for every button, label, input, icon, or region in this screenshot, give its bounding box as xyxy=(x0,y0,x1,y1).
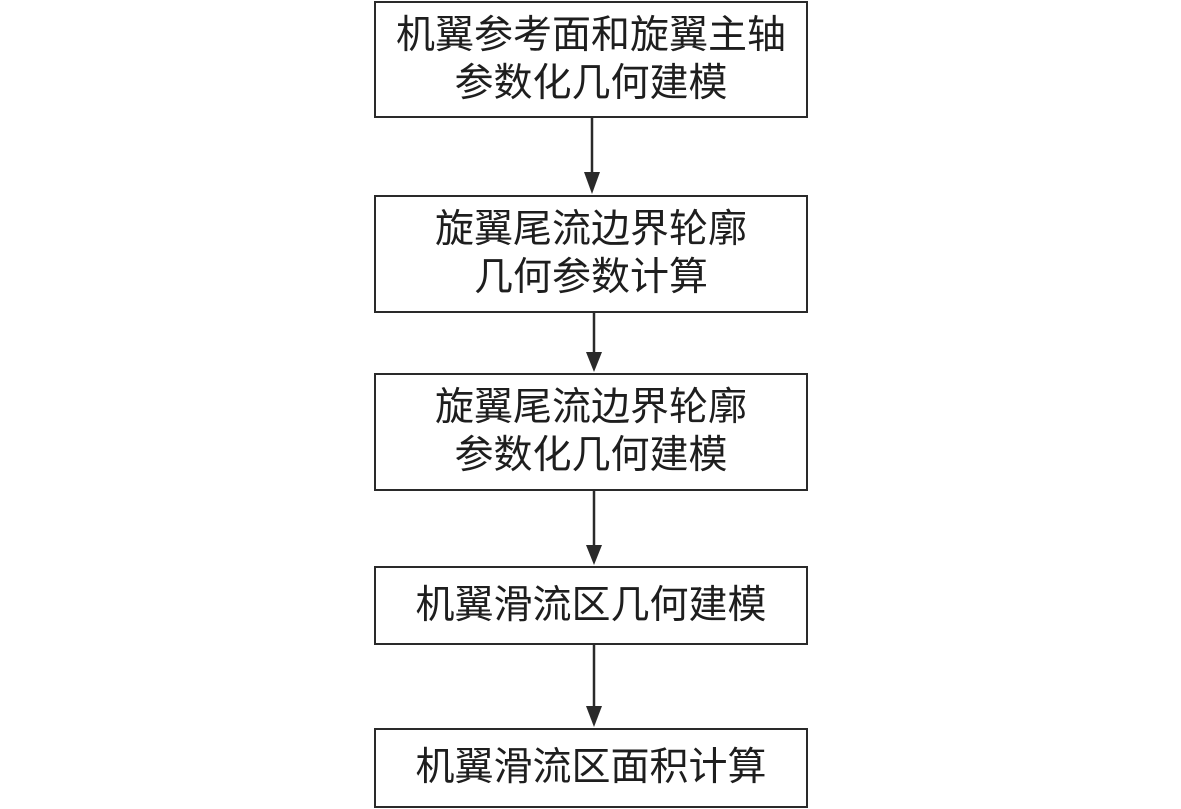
node-text-line: 旋翼尾流边界轮廓 xyxy=(434,207,747,252)
node-text-line: 机翼参考面和旋翼主轴 xyxy=(395,12,786,58)
flow-node-slipstream-modeling: 机翼滑流区几何建模 xyxy=(374,566,808,645)
node-text-line: 几何参数计算 xyxy=(473,255,708,300)
node-text-line: 机翼滑流区几何建模 xyxy=(415,582,767,628)
node-text-line: 旋翼尾流边界轮廓 xyxy=(434,385,747,430)
node-text-line: 参数化几何建模 xyxy=(454,433,728,478)
node-text-line: 机翼滑流区面积计算 xyxy=(415,745,767,790)
flow-node-wake-boundary-modeling: 旋翼尾流边界轮廓 参数化几何建模 xyxy=(374,373,808,491)
flow-node-wake-boundary-calc: 旋翼尾流边界轮廓 几何参数计算 xyxy=(374,195,808,313)
flow-node-wing-rotor-modeling: 机翼参考面和旋翼主轴 参数化几何建模 xyxy=(374,1,808,118)
node-text-line: 参数化几何建模 xyxy=(454,60,728,106)
arrowhead-icon xyxy=(586,706,602,727)
arrowhead-icon xyxy=(584,172,600,194)
flow-node-slipstream-area-calc: 机翼滑流区面积计算 xyxy=(374,728,808,808)
arrowhead-icon xyxy=(586,545,602,565)
arrowhead-icon xyxy=(586,352,602,372)
